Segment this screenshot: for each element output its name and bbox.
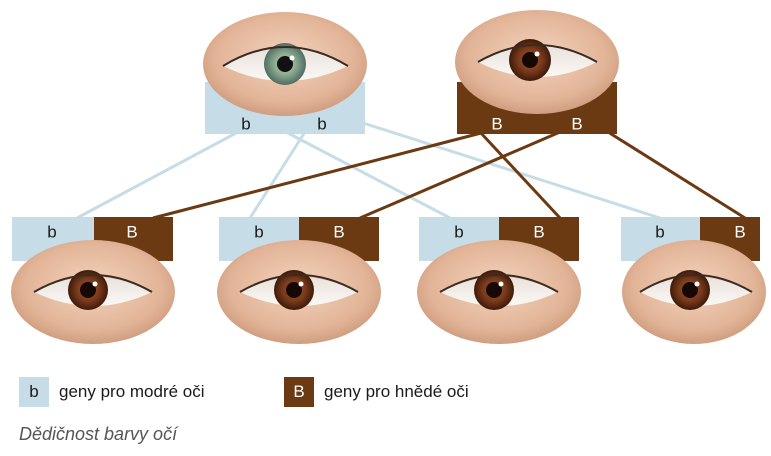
child-4-eye-photo <box>622 240 766 344</box>
child-4-gene-2: B <box>734 223 745 242</box>
child-2-gene-1: b <box>254 223 263 242</box>
parent-blue-eyes: b b <box>203 12 367 134</box>
child-4-gene-1: b <box>655 223 664 242</box>
child-3: b B <box>417 217 581 344</box>
child-1-gene-1: b <box>47 223 56 242</box>
legend-dominant-label: geny pro hnědé oči <box>324 382 469 401</box>
legend-recessive-label: geny pro modré oči <box>59 382 205 401</box>
parent-brown-eyes: B B <box>455 10 619 134</box>
line-b-to-child-1 <box>76 130 239 220</box>
parent-2-gene-2: B <box>571 115 582 134</box>
child-2-eye-photo <box>217 240 381 344</box>
connection-lines <box>76 120 746 220</box>
child-1-eye-photo <box>11 240 175 344</box>
brown-eye-photo <box>455 10 619 114</box>
legend-dominant-swatch: B <box>284 377 314 407</box>
legend-dominant: B geny pro hnědé oči <box>284 376 469 408</box>
legend-recessive-swatch: b <box>19 377 49 407</box>
line-B-to-child-3 <box>478 130 562 220</box>
child-2-gene-2: B <box>333 223 344 242</box>
line-b-to-child-4 <box>359 120 661 220</box>
inheritance-diagram: b b B B b B <box>11 10 766 344</box>
child-1: b B <box>11 217 175 344</box>
line-b-to-child-3 <box>285 130 451 220</box>
parent-2-gene-1: B <box>491 115 502 134</box>
child-4: b B <box>621 217 766 344</box>
legend-recessive-symbol: b <box>29 382 39 401</box>
parent-1-gene-1: b <box>241 115 250 134</box>
legend-recessive: b geny pro modré oči <box>19 376 205 408</box>
legend-dominant-symbol: B <box>293 382 305 401</box>
child-3-eye-photo <box>417 240 581 344</box>
child-1-gene-2: B <box>126 223 137 242</box>
line-b-to-child-2 <box>248 131 307 219</box>
line-B-to-child-4 <box>607 130 746 220</box>
child-3-gene-1: b <box>454 223 463 242</box>
parent-1-gene-2: b <box>317 115 326 134</box>
line-B-to-child-2 <box>359 130 561 220</box>
line-B-to-child-1 <box>152 130 486 220</box>
child-2: b B <box>217 217 381 344</box>
figure-caption: Dědičnost barvy očí <box>19 424 178 444</box>
child-3-gene-2: B <box>533 223 544 242</box>
blue-eye-photo <box>203 12 367 116</box>
